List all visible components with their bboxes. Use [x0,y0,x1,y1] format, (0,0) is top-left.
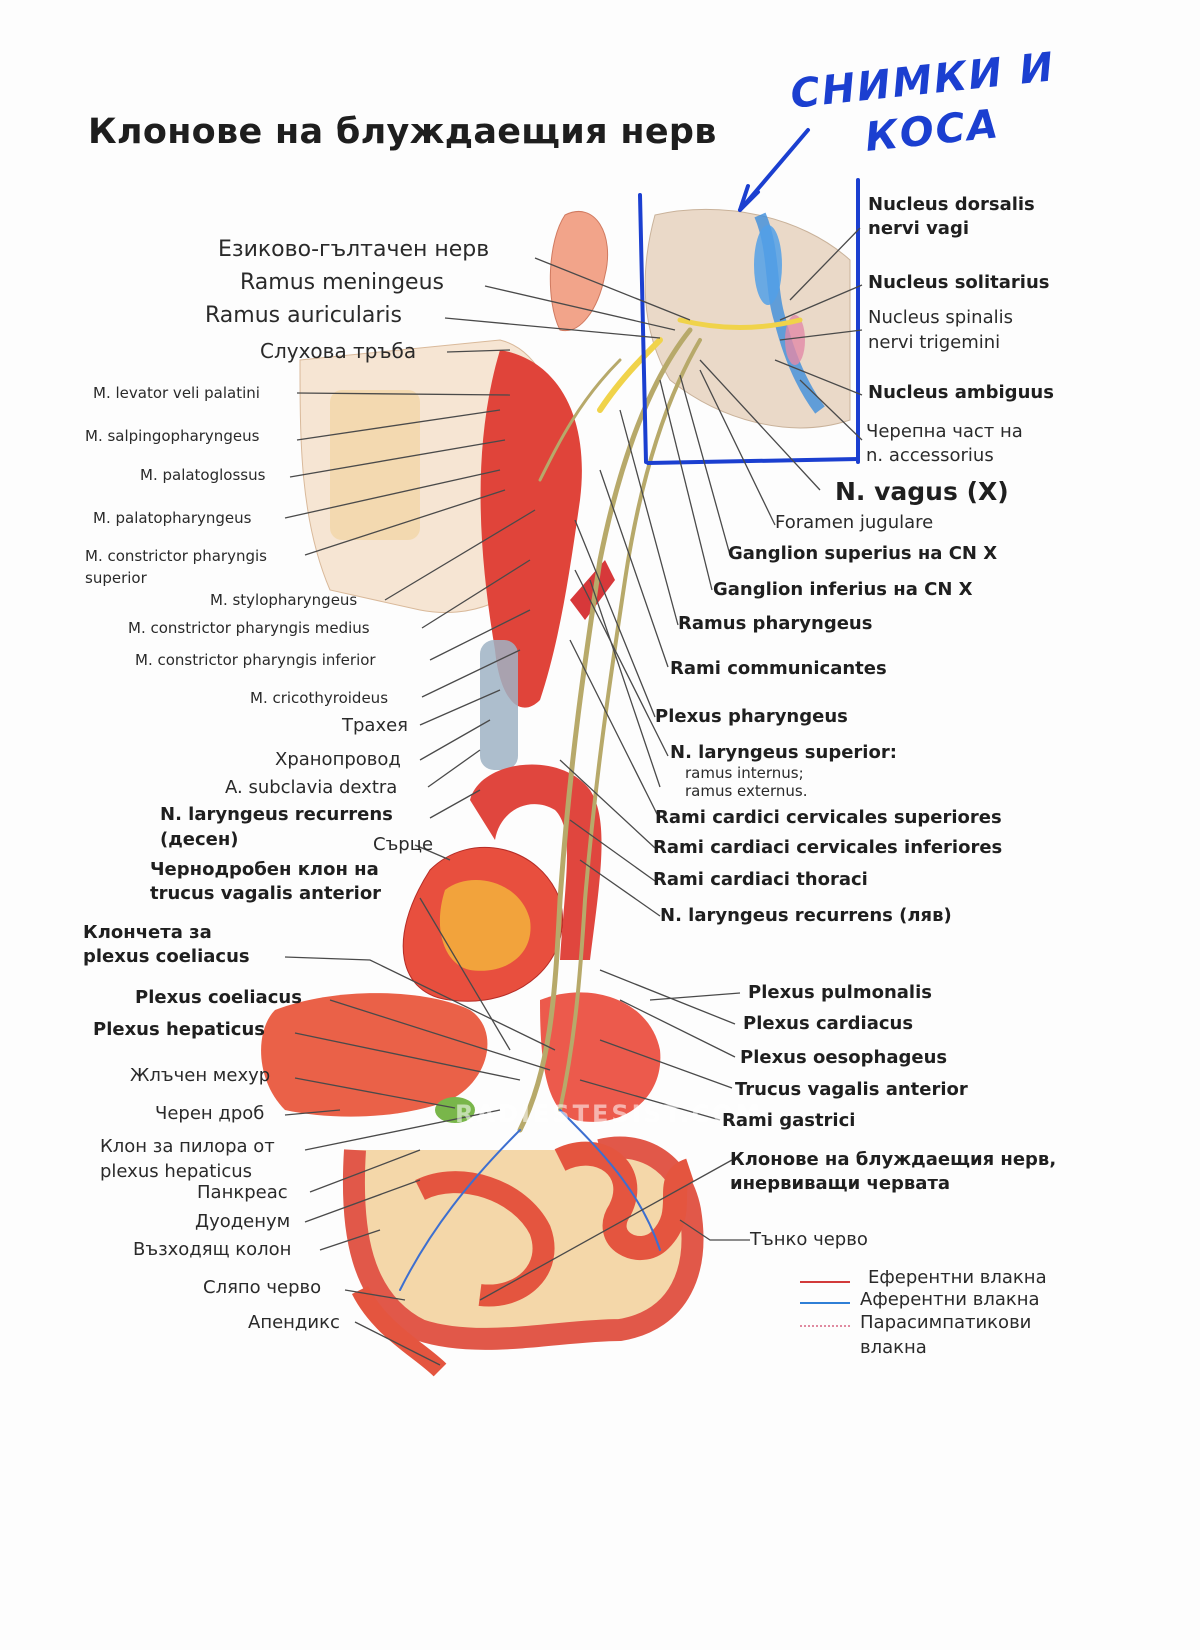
label-palatopharyngeus: M. palatopharyngeus [93,509,252,527]
label-ramus-auricularis: Ramus auricularis [205,303,402,328]
ear-shape [549,211,609,332]
label-constrictor-superior-2: superior [85,569,147,587]
label-trachea: Трахея [342,715,409,736]
label-cranial-accessory-2: n. accessorius [866,445,994,466]
label-small-intestine: Тънко черво [750,1229,868,1250]
label-ramus-meningeus: Ramus meningeus [240,270,444,295]
legend-parasympathetic-label: Парасимпатикови [860,1312,1032,1333]
watermark: RADIESTESIST.COM [455,1100,763,1128]
label-stylopharyngeus: M. stylopharyngeus [210,591,358,609]
label-hepatic-branch-2: trucus vagalis anterior [150,883,382,904]
label-gallbladder: Жлъчен мехур [130,1065,271,1086]
label-palatoglossus: M. palatoglossus [140,466,266,484]
label-recurrens-right: N. laryngeus recurrens [160,804,393,825]
page-title: Клонове на блуждаещия нерв [88,112,717,152]
label-nucleus-dorsalis-2: nervi vagi [868,218,970,239]
label-nucleus-spinalis-2: nervi trigemini [868,332,1001,353]
label-nucleus-solitarius: Nucleus solitarius [868,272,1050,293]
legend-parasympathetic-line [800,1325,850,1327]
label-n-vagus: N. vagus (X) [835,477,1009,506]
label-cardiac-thoracic: Rami cardiaci thoraci [653,869,868,890]
label-pyloric-branch: Клон за пилора от [100,1136,275,1157]
label-nucleus-dorsalis: Nucleus dorsalis [868,194,1035,215]
label-constrictor-medius: M. constrictor pharyngis medius [128,619,370,637]
label-cardiac-cervical-superior: Rami cardici cervicales superiores [655,807,1002,828]
label-heart: Сърце [373,834,434,855]
legend-efferent-label: Еферентни влакна [868,1267,1047,1288]
label-ramus-externus: ramus externus. [685,782,808,800]
brainstem-inset [644,208,851,429]
label-coeliac-branches: Клончета за [83,922,212,943]
label-ramus-pharyngeus: Ramus pharyngeus [678,613,873,634]
pharynx-muscles [480,350,582,708]
label-ganglion-inferius: Ganglion inferius на CN X [713,579,973,600]
label-plexus-hepaticus: Plexus hepaticus [93,1019,266,1040]
label-laryngeus-superior: N. laryngeus superior: [670,742,897,763]
intestines [342,1136,704,1377]
label-foramen-jugulare: Foramen jugulare [775,512,934,533]
label-truncus-vagalis-anterior: Trucus vagalis anterior [735,1079,968,1100]
label-hepatic-branch: Чернодробен клон на [150,859,379,880]
label-intestinal-branches: Клонове на блуждаещия нерв, [730,1149,1057,1170]
label-cranial-accessory: Черепна част на [866,421,1023,442]
label-ascending-colon: Възходящ колон [133,1239,292,1260]
label-nucleus-ambiguus: Nucleus ambiguus [868,382,1054,403]
label-ramus-internus: ramus internus; [685,764,804,782]
label-nucleus-spinalis: Nucleus spinalis [868,307,1013,328]
leader-lines [284,227,863,1366]
label-plexus-coeliacus: Plexus coeliacus [135,987,302,1008]
label-glossopharyngeal: Езиково-гълтачен нерв [218,237,490,262]
label-cardiac-cervical-inferior: Rami cardiaci cervicales inferiores [653,837,1003,858]
legend-afferent-line [800,1302,850,1304]
label-coeliac-branches-2: plexus coeliacus [83,946,250,967]
label-intestinal-branches-2: инервиващи червата [730,1173,951,1194]
label-appendix: Апендикс [248,1312,340,1333]
vagus-nerve-trunks [399,317,803,1291]
label-duodenum: Дуоденум [195,1211,291,1232]
stomach [540,992,661,1122]
label-ganglion-superius: Ganglion superius на CN X [728,543,998,564]
label-recurrens-right-2: (десен) [160,829,239,850]
legend-efferent-line [800,1281,850,1283]
label-plexus-cardiacus: Plexus cardiacus [743,1013,914,1034]
label-plexus-pulmonalis: Plexus pulmonalis [748,982,932,1003]
label-plexus-pharyngeus: Plexus pharyngeus [655,706,848,727]
label-caecum: Сляпо черво [203,1277,322,1298]
gallbladder [435,1097,475,1123]
label-cricothyroideus: M. cricothyroideus [250,689,389,707]
label-recurrens-left: N. laryngeus recurrens (ляв) [660,905,952,926]
label-rami-communicantes: Rami communicantes [670,658,887,679]
label-constrictor-superior: M. constrictor pharyngis [85,547,267,565]
trachea [480,640,518,770]
label-esophagus: Хранопровод [275,749,401,770]
label-rami-gastrici: Rami gastrici [722,1110,856,1131]
label-subclavia-dextra: A. subclavia dextra [225,777,398,798]
label-liver: Черен дроб [155,1103,265,1124]
handwritten-frame [638,128,860,465]
legend-parasympathetic-label-2: влакна [860,1337,927,1358]
label-auditory-tube: Слухова тръба [260,339,417,363]
label-levator-veli-palatini: M. levator veli palatini [93,384,260,402]
label-pancreas: Панкреас [197,1182,288,1203]
legend-afferent-label: Аферентни влакна [860,1289,1040,1310]
label-plexus-oesophageus: Plexus oesophageus [740,1047,948,1068]
label-pyloric-branch-2: plexus hepaticus [100,1161,253,1182]
label-constrictor-inferior: M. constrictor pharyngis inferior [135,651,376,669]
label-salpingopharyngeus: M. salpingopharyngeus [85,427,260,445]
liver [261,993,488,1117]
